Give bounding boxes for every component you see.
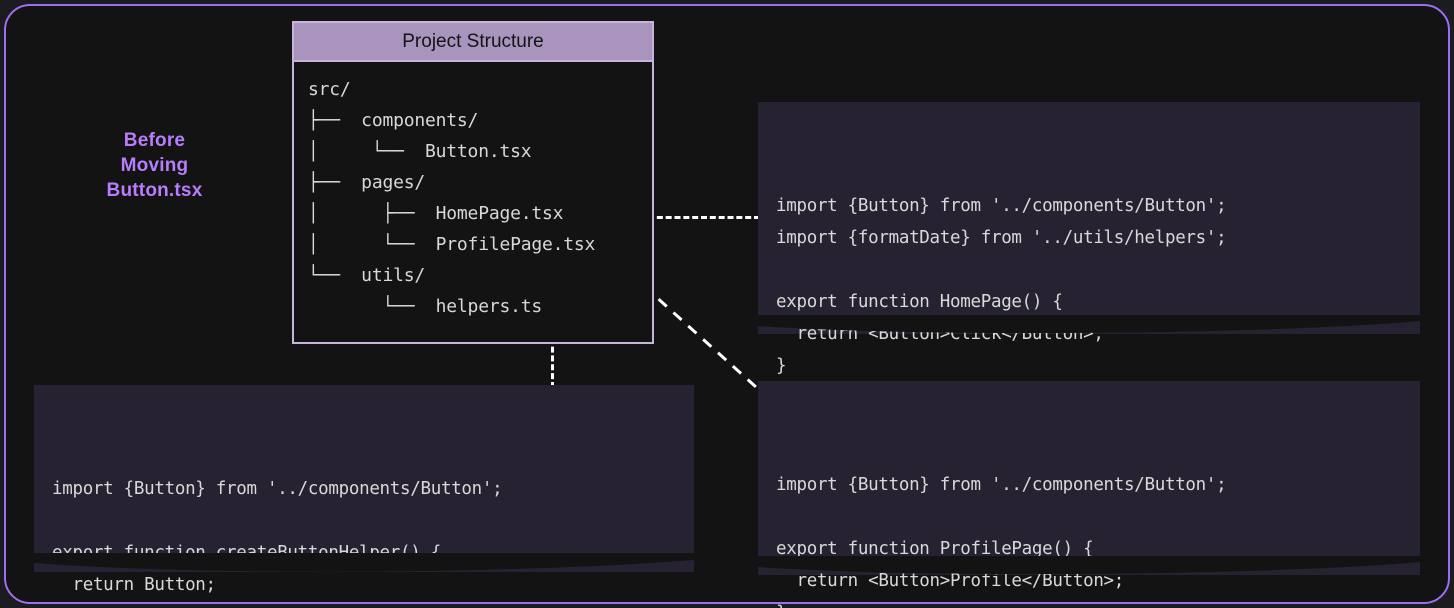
panel-wavy-edge-icon (34, 553, 694, 572)
panel-wavy-edge-icon (758, 556, 1420, 575)
step-label-line-3: Button.tsx (106, 180, 203, 201)
profilepage-code-panel: import {Button} from '../components/Butt… (758, 381, 1420, 608)
tree-line: ├── pages/ (308, 172, 426, 193)
panel-wavy-edge-icon (758, 315, 1420, 334)
step-label-line-2: Moving (120, 155, 189, 176)
homepage-code-panel: import {Button} from '../components/Butt… (758, 102, 1420, 376)
tree-line: │ ├── HomePage.tsx (308, 203, 564, 224)
helpers-code-text: import {Button} from '../components/Butt… (52, 479, 503, 608)
tree-line: ├── components/ (308, 110, 479, 131)
connector-homepage (648, 216, 760, 219)
tree-line: └── utils/ (308, 265, 426, 286)
homepage-code-text: import {Button} from '../components/Butt… (776, 196, 1227, 376)
tree-line: │ └── Button.tsx (308, 141, 532, 162)
helpers-code-panel: import {Button} from '../components/Butt… (34, 385, 694, 608)
tree-line: │ └── ProfilePage.tsx (308, 234, 596, 255)
tree-line: └── helpers.ts (308, 296, 543, 317)
project-structure-tree: src/ ├── components/ │ └── Button.tsx ├── p… (294, 62, 652, 322)
project-structure-panel: Project Structure src/ ├── components/ │ └… (292, 21, 654, 344)
profilepage-code-text: import {Button} from '../components/Butt… (776, 475, 1227, 608)
step-label-line-1: Before (123, 130, 186, 151)
project-structure-title: Project Structure (294, 23, 652, 62)
step-label: Before Moving Button.tsx (72, 128, 237, 203)
tree-line: src/ (308, 79, 351, 100)
